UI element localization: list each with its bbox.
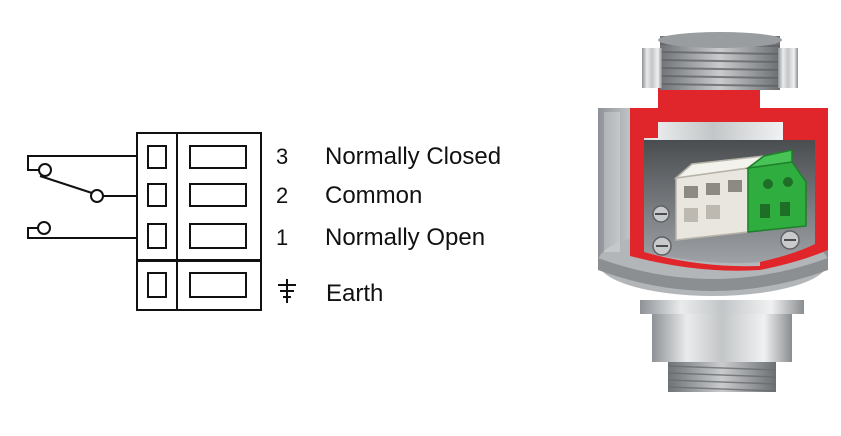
cut-section-left xyxy=(630,108,760,271)
housing-base-edge xyxy=(598,258,828,291)
terminal-screw-1 xyxy=(147,223,167,249)
no-contact xyxy=(37,221,51,235)
housing-neck xyxy=(652,310,792,362)
sensor-housing-photo xyxy=(598,32,828,392)
earth-terminal-block xyxy=(136,260,262,311)
terminal-screw-3 xyxy=(147,145,167,169)
terminal-label-1: Normally Open xyxy=(325,224,485,251)
common-contact xyxy=(90,189,104,203)
terminal-number-1: 1 xyxy=(276,225,288,250)
terminal-label-2: Common xyxy=(325,182,422,209)
earth-block-outline xyxy=(136,260,262,311)
switch-arm xyxy=(39,175,93,194)
terminal-block-photo xyxy=(673,149,807,241)
top-opening xyxy=(658,32,782,48)
earth-ground-icon xyxy=(278,279,296,303)
terminal-number-3: 3 xyxy=(276,144,288,169)
no-wire xyxy=(27,227,137,239)
cut-section-top xyxy=(658,86,815,140)
nc-contact xyxy=(38,163,52,177)
terminal-label-3: Normally Closed xyxy=(325,143,501,170)
terminal-block-outline xyxy=(136,132,262,261)
terminal-block xyxy=(136,132,262,261)
earth-clamp xyxy=(189,272,247,298)
switch-symbol xyxy=(27,155,137,239)
housing-collar xyxy=(640,300,804,314)
terminal-clamp-1 xyxy=(189,223,247,249)
earth-label: Earth xyxy=(326,280,383,307)
top-neck-left xyxy=(642,48,662,88)
nc-wire xyxy=(27,155,137,171)
cut-section-right xyxy=(760,108,828,270)
terminal-screw-2 xyxy=(147,183,167,207)
earth-screw xyxy=(147,272,167,298)
top-neck-right xyxy=(778,48,798,88)
terminal-clamp-2 xyxy=(189,183,247,207)
terminal-clamp-3 xyxy=(189,145,247,169)
mounting-screws xyxy=(652,205,800,256)
terminal-number-2: 2 xyxy=(276,183,288,208)
